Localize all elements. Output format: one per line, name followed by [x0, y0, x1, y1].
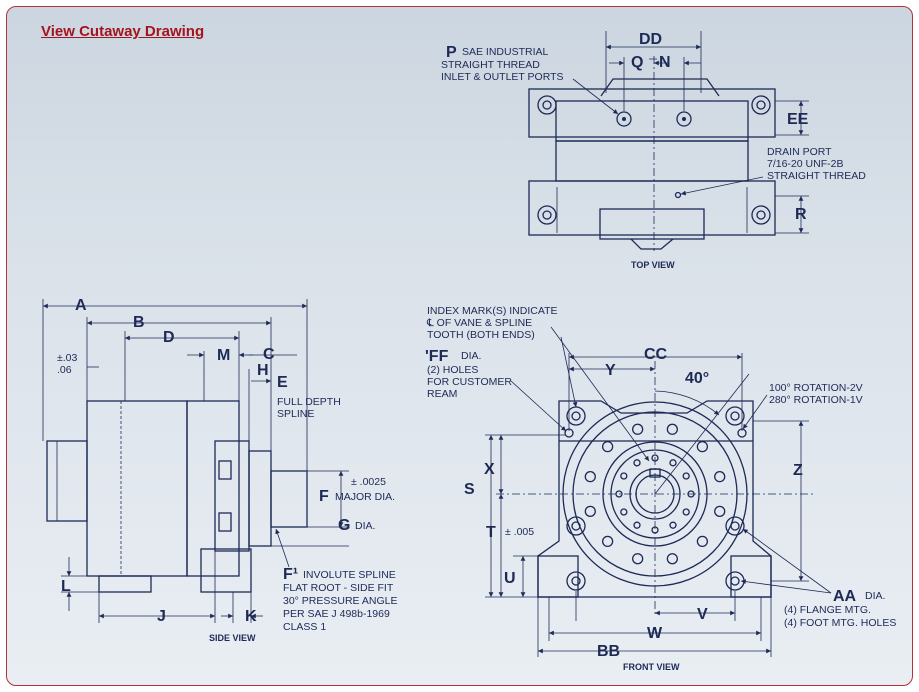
- dim-ff: 'FF: [425, 348, 449, 365]
- bolt-hole: [682, 472, 690, 480]
- tol-0025: ± .0025: [351, 476, 386, 488]
- drain-note-2: 7/16-20 UNF-2B: [767, 158, 843, 170]
- engineering-drawing: DD Q N P SAE INDUSTRIAL STRAIGHT THREAD …: [42, 31, 896, 672]
- port-note-3: INLET & OUTLET PORTS: [441, 71, 564, 83]
- ff-note-3: REAM: [427, 388, 457, 400]
- bolt-hole: [632, 423, 644, 435]
- dim-u: U: [504, 570, 516, 587]
- index-note-3: TOOTH (BOTH ENDS): [427, 329, 535, 341]
- spline-note-4: PER SAE J 498b-1969: [283, 608, 390, 620]
- aa-note-1: (4) FLANGE MTG.: [784, 604, 871, 616]
- dim-m: M: [217, 347, 230, 364]
- dim-aa: AA: [833, 588, 857, 605]
- front-view-caption: FRONT VIEW: [623, 662, 680, 672]
- dim-c: C: [263, 346, 275, 363]
- bolt-hole: [669, 459, 677, 467]
- bolt-hole: [601, 440, 614, 453]
- dim-t: T: [486, 524, 496, 541]
- dim-a: A: [75, 297, 87, 314]
- bolt-hole: [601, 535, 614, 548]
- dim-l: L: [61, 578, 71, 595]
- side-view: A B D M C H E FULL DEPTH SPLINE ±.03 .06: [42, 297, 398, 643]
- ff-note-1: (2) HOLES: [427, 364, 478, 376]
- bolt-hole: [696, 535, 709, 548]
- dim-s: S: [464, 481, 475, 498]
- dim-x: X: [484, 461, 495, 478]
- dim-h: H: [257, 362, 269, 379]
- dim-k: K: [245, 608, 257, 625]
- dim-f1: F¹: [283, 566, 298, 583]
- drain-note-1: DRAIN PORT: [767, 146, 832, 158]
- bolt-hole: [666, 553, 678, 565]
- front-view: CC Y 40° INDEX MARK(S) INDICATE ℄ OF VAN…: [425, 305, 896, 672]
- bolt-hole: [714, 471, 726, 483]
- dim-bb: BB: [597, 643, 620, 660]
- bolt-hole: [696, 440, 709, 453]
- port-note-1: SAE INDUSTRIAL: [462, 46, 549, 58]
- dim-q: Q: [631, 54, 643, 71]
- index-note-1: INDEX MARK(S) INDICATE: [427, 305, 557, 317]
- aa-dia: DIA.: [865, 590, 885, 602]
- top-view-caption: TOP VIEW: [631, 260, 675, 270]
- ff-note-2: FOR CUSTOMER: [427, 376, 512, 388]
- aa-note-2: (4) FOOT MTG. HOLES: [784, 617, 896, 629]
- dim-y: Y: [605, 362, 616, 379]
- rotation-1: 100° ROTATION-2V: [769, 382, 863, 394]
- bolt-hole: [633, 459, 641, 467]
- dim-g: G: [338, 517, 350, 534]
- bolt-hole: [620, 472, 628, 480]
- view-cutaway-link[interactable]: View Cutaway Drawing: [41, 23, 205, 40]
- ff-dia: DIA.: [461, 350, 481, 362]
- bolt-hole: [620, 508, 628, 516]
- dim-ee: EE: [787, 111, 809, 128]
- dim-j: J: [157, 608, 166, 625]
- rotation-2: 280° ROTATION-1V: [769, 394, 863, 406]
- side-view-caption: SIDE VIEW: [209, 633, 256, 643]
- dim-f: F: [319, 488, 329, 505]
- index-note-2: ℄ OF VANE & SPLINE: [426, 317, 532, 329]
- dim-e: E: [277, 374, 288, 391]
- dim-cc: CC: [644, 346, 668, 363]
- bolt-hole: [669, 521, 677, 529]
- angle-40: 40°: [685, 370, 709, 387]
- dim-z: Z: [793, 462, 803, 479]
- tol-005: ± .005: [505, 526, 534, 538]
- bolt-hole: [584, 505, 596, 517]
- dim-v: V: [697, 606, 708, 623]
- dim-w: W: [647, 625, 663, 642]
- spline-note-5: CLASS 1: [283, 621, 326, 633]
- major-dia: MAJOR DIA.: [335, 491, 395, 503]
- tol-06: .06: [57, 364, 72, 376]
- bolt-hole: [714, 505, 726, 517]
- dim-b: B: [133, 314, 145, 331]
- port-note-2: STRAIGHT THREAD: [441, 59, 540, 71]
- spline-note-1: INVOLUTE SPLINE: [303, 569, 396, 581]
- bolt-hole: [633, 521, 641, 529]
- dim-d: D: [163, 329, 175, 346]
- bolt-circle-outer: [584, 423, 726, 565]
- full-depth-1: FULL DEPTH: [277, 396, 341, 408]
- port-letter: P: [446, 44, 457, 61]
- dia-label: DIA.: [355, 520, 375, 532]
- drain-note-3: STRAIGHT THREAD: [767, 170, 866, 182]
- drawing-frame: View Cutaway Drawing: [6, 6, 913, 686]
- full-depth-2: SPLINE: [277, 408, 314, 420]
- bolt-hole: [632, 553, 644, 565]
- tol-03: ±.03: [57, 352, 78, 364]
- top-view: DD Q N P SAE INDUSTRIAL STRAIGHT THREAD …: [441, 31, 866, 270]
- bolt-hole: [584, 471, 596, 483]
- dim-n: N: [659, 54, 671, 71]
- spline-note-2: FLAT ROOT - SIDE FIT: [283, 582, 394, 594]
- dim-dd: DD: [639, 31, 662, 48]
- bolt-hole: [682, 508, 690, 516]
- bolt-hole: [666, 423, 678, 435]
- spline-note-3: 30° PRESSURE ANGLE: [283, 595, 398, 607]
- dim-r: R: [795, 206, 807, 223]
